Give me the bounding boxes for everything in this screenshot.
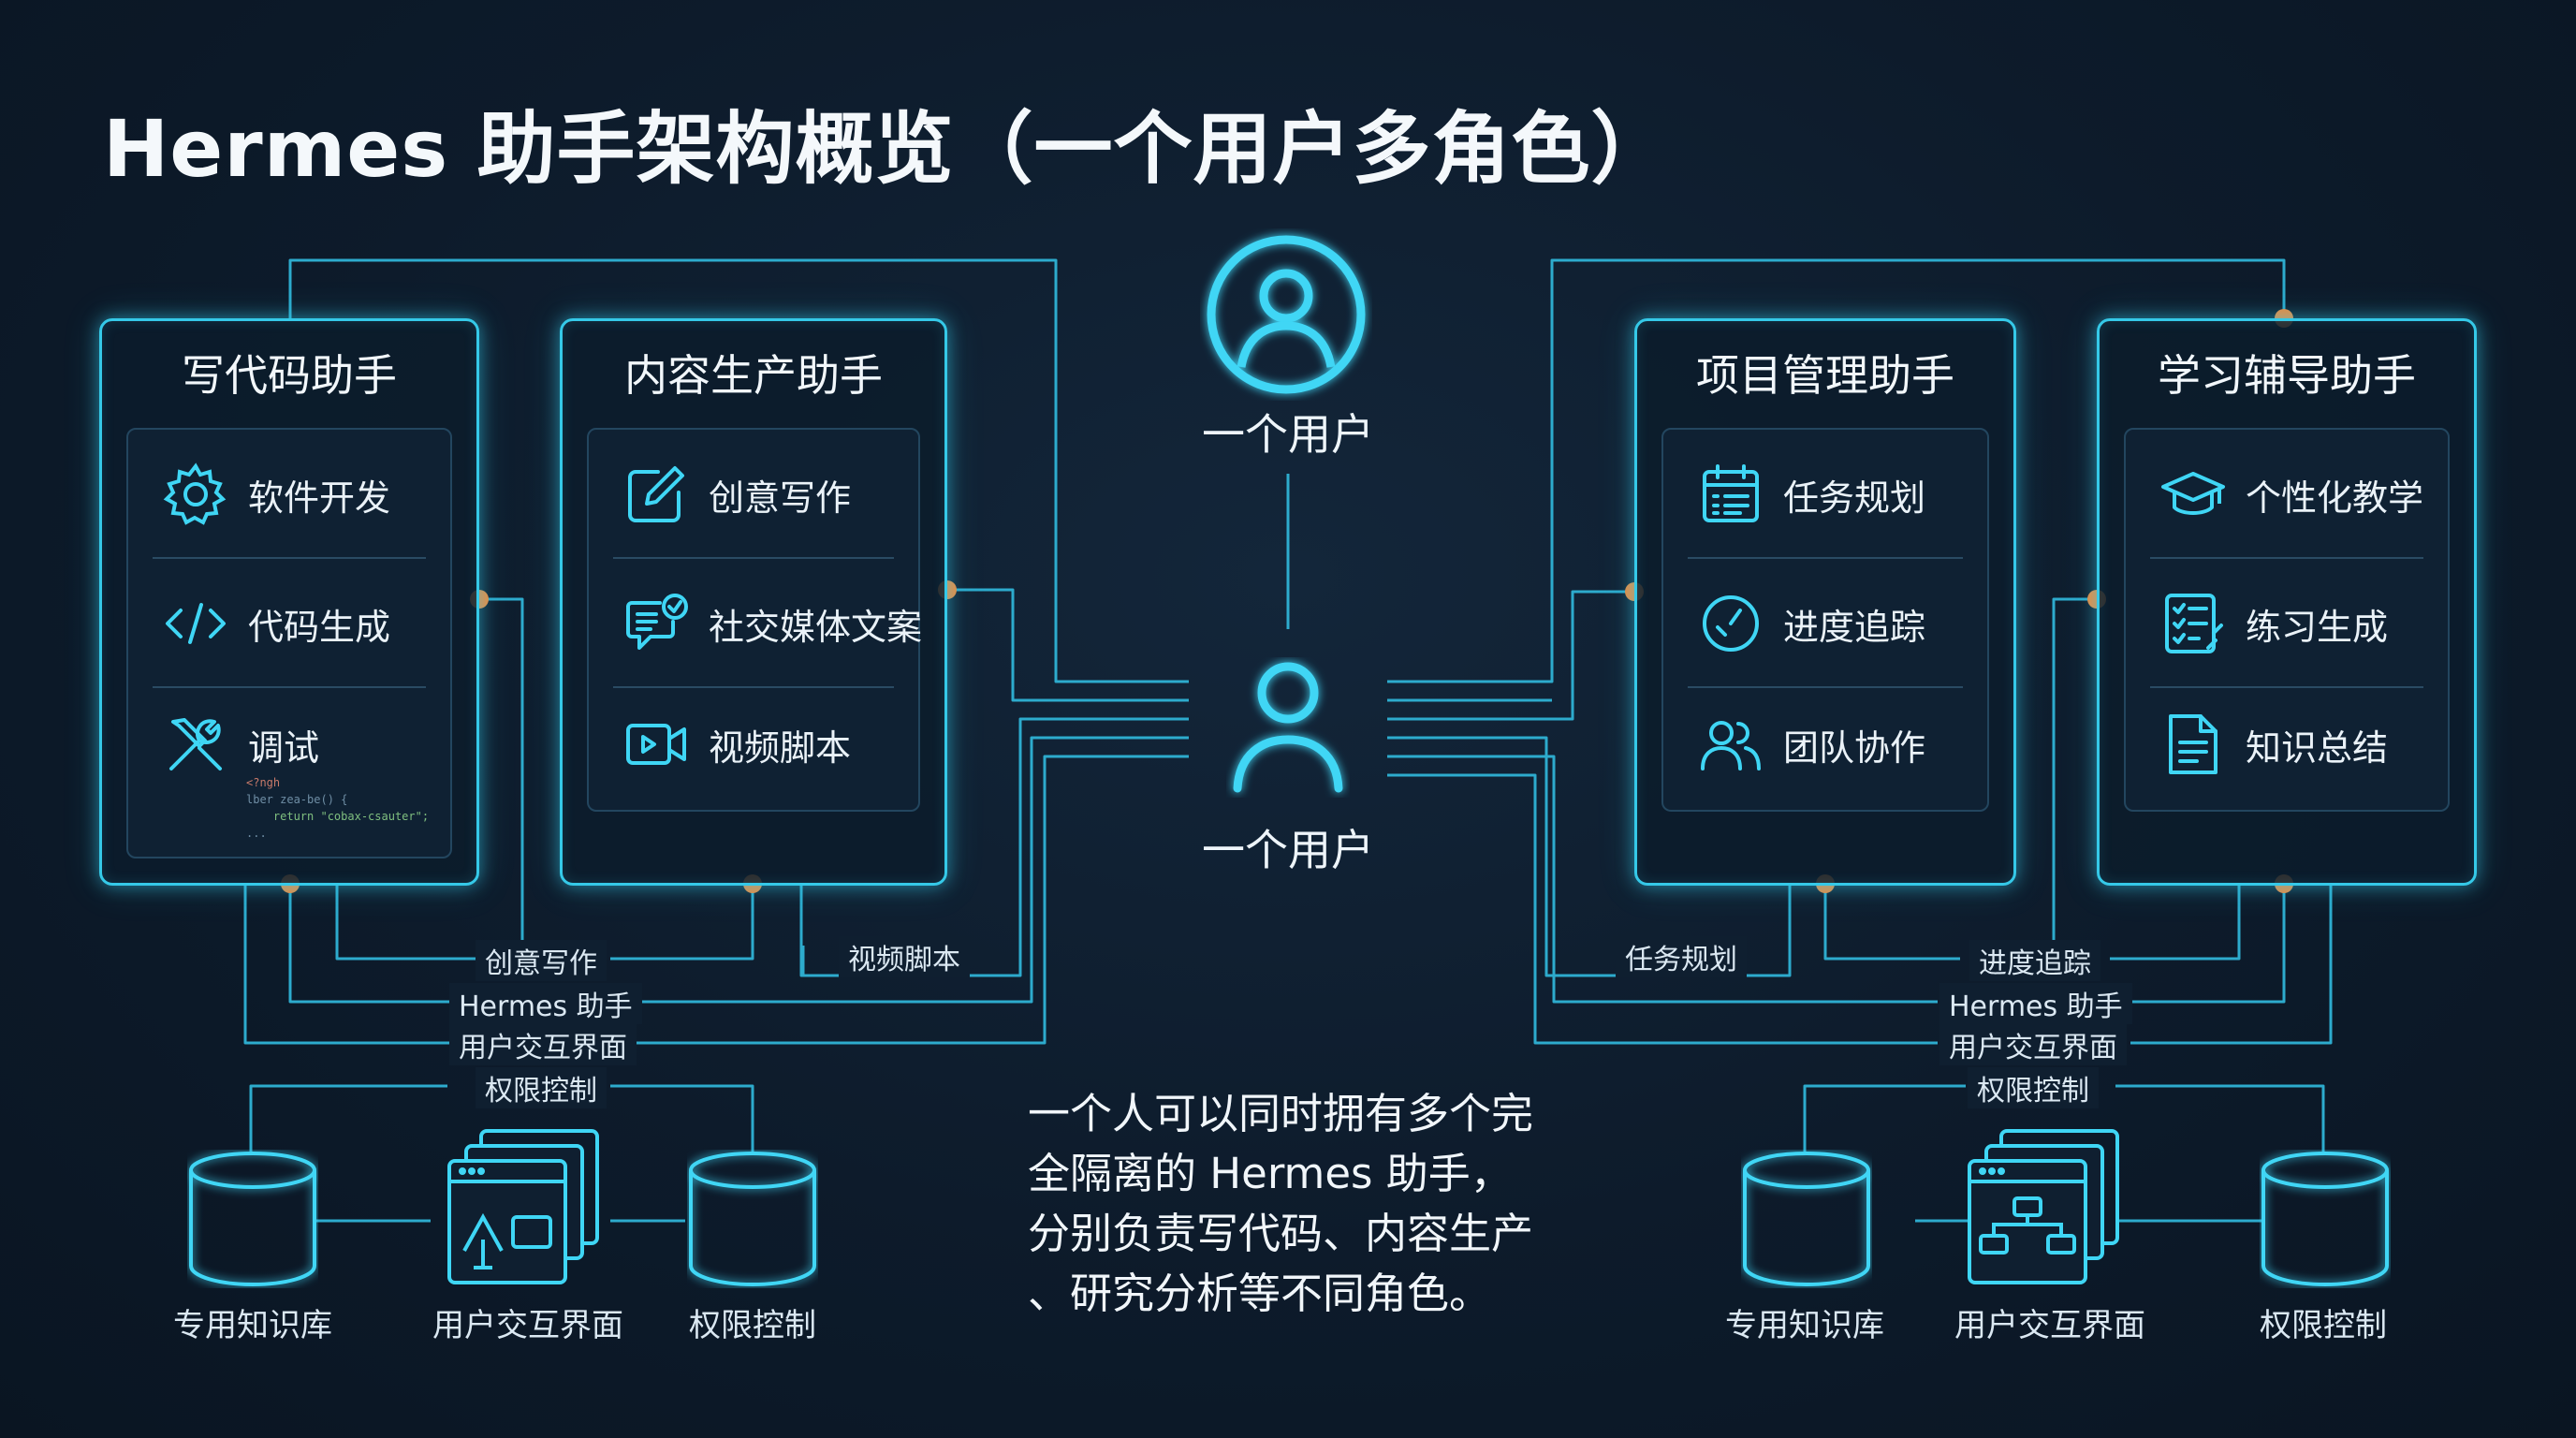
label-knowledge-base: 专用知识库	[1725, 1307, 1884, 1344]
label-user-interface: 用户交互界面	[1954, 1307, 2145, 1344]
list-item-debug[interactable]: 调试	[128, 688, 450, 800]
label-user-interface: 用户交互界面	[432, 1307, 623, 1344]
user-icon-center	[1233, 662, 1343, 793]
card-title: 写代码助手	[182, 350, 397, 401]
list-item-personalized-teaching[interactable]: 个性化教学	[2126, 430, 2448, 559]
content-assistant-card[interactable]: 内容生产助手 创意写作 社交媒体文案 视频脚本	[560, 318, 947, 886]
calendar-list-icon	[1703, 464, 1759, 522]
list-item-code-gen[interactable]: 代码生成	[128, 559, 450, 688]
user-caption-top: 一个用户	[1202, 409, 1374, 460]
item-label: 任务规划	[1783, 477, 1926, 519]
item-label: 练习生成	[2246, 606, 2389, 648]
database-icon	[689, 1152, 816, 1287]
document-icon	[2169, 714, 2217, 774]
label-permission: 权限控制	[2260, 1307, 2387, 1344]
video-icon	[626, 724, 686, 765]
chat-check-icon	[626, 594, 688, 650]
code-icon	[166, 603, 226, 644]
wire-label-ui: 用户交互界面	[449, 1024, 637, 1065]
item-label: 进度追踪	[1783, 606, 1926, 648]
database-icon	[2261, 1152, 2389, 1287]
database-icon	[189, 1152, 316, 1287]
ui-windows-icon	[447, 1129, 599, 1284]
project-assistant-card[interactable]: 项目管理助手 任务规划 进度追踪 团队协作	[1634, 318, 2016, 886]
tools-icon	[169, 718, 222, 770]
item-label: 代码生成	[248, 606, 391, 648]
wire-label-video-script: 视频脚本	[839, 936, 970, 977]
list-item-task-planning[interactable]: 任务规划	[1663, 430, 1987, 559]
edit-icon	[628, 466, 684, 522]
list-item-video-script[interactable]: 视频脚本	[589, 688, 918, 800]
item-label: 团队协作	[1783, 726, 1926, 769]
ui-flowchart-icon	[1968, 1129, 2119, 1284]
item-label: 社交媒体文案	[709, 606, 923, 648]
gear-icon	[163, 462, 227, 525]
item-label: 个性化教学	[2246, 477, 2424, 519]
card-title: 项目管理助手	[1696, 350, 1954, 401]
list-item-social-copy[interactable]: 社交媒体文案	[589, 559, 922, 688]
list-item-creative-writing[interactable]: 创意写作	[589, 430, 918, 559]
description-text: 一个人可以同时拥有多个完 全隔离的 Hermes 助手， 分别负责写代码、内容生…	[1028, 1089, 1534, 1318]
card-title: 学习辅导助手	[2158, 350, 2416, 401]
card-items: 个性化教学 练习生成 知识总结	[2124, 428, 2450, 812]
wire-label-hermes: Hermes 助手	[1939, 983, 2132, 1024]
list-item-progress-tracking[interactable]: 进度追踪	[1663, 559, 1987, 688]
item-label: 调试	[248, 726, 320, 769]
item-label: 知识总结	[2246, 726, 2389, 769]
wire-label-permission: 权限控制	[476, 1067, 607, 1108]
wire-label-task-planning: 任务规划	[1616, 936, 1747, 977]
card-items: 创意写作 社交媒体文案 视频脚本	[587, 428, 922, 812]
wire-label-permission: 权限控制	[1968, 1067, 2099, 1108]
item-label: 软件开发	[248, 477, 391, 519]
label-permission: 权限控制	[689, 1307, 816, 1344]
user-caption-center: 一个用户	[1202, 825, 1374, 875]
graduation-cap-icon	[2161, 472, 2225, 515]
label-knowledge-base: 专用知识库	[173, 1307, 332, 1344]
item-label: 视频脚本	[709, 726, 852, 769]
user-icon-top	[1207, 235, 1366, 394]
item-label: 创意写作	[709, 477, 852, 519]
list-item-exercise-gen[interactable]: 练习生成	[2126, 559, 2448, 688]
list-item-knowledge-summary[interactable]: 知识总结	[2126, 688, 2448, 800]
wire-label-hermes: Hermes 助手	[449, 983, 642, 1024]
wire-label-ui: 用户交互界面	[1939, 1024, 2127, 1065]
team-icon	[1701, 721, 1761, 770]
checklist-icon	[2165, 594, 2223, 653]
list-item-software-dev[interactable]: 软件开发	[128, 430, 450, 559]
wire-label-progress: 进度追踪	[1969, 940, 2100, 981]
clock-icon	[1703, 595, 1759, 652]
learning-assistant-card[interactable]: 学习辅导助手 个性化教学 练习生成 知识总结	[2097, 318, 2477, 886]
database-icon	[1743, 1152, 1870, 1287]
page-title: Hermes 助手架构概览（一个用户多角色）	[103, 103, 1671, 195]
card-title: 内容生产助手	[624, 350, 883, 401]
wire-label-creative-writing: 创意写作	[476, 940, 607, 981]
card-items: 任务规划 进度追踪 团队协作	[1661, 428, 1989, 812]
list-item-team-collab[interactable]: 团队协作	[1663, 688, 1987, 800]
